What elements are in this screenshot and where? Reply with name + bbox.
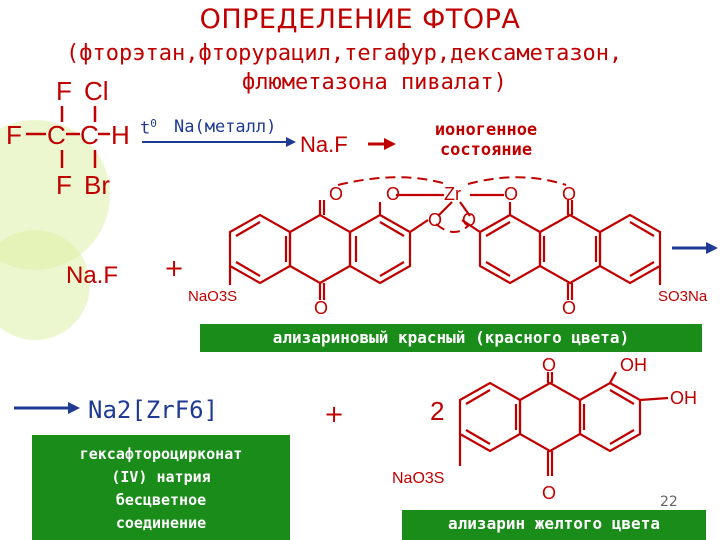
reaction3-plus: + — [324, 400, 345, 428]
reaction1-condition-degree: 0 — [150, 117, 157, 130]
alizarin-label: ализарин желтого цвета — [402, 510, 706, 540]
hexa-label-line: бесцветное — [115, 491, 207, 509]
slide-subtitle-line1: (фторэтан,фторурацил,тегафур,дексаметазо… — [66, 41, 623, 66]
alizarin-atom-o: O — [542, 483, 557, 503]
reaction3-product1: Na2[ZrF6] — [88, 396, 219, 424]
atom-f-bottom: F — [56, 170, 72, 200]
complex-atom-o: O — [562, 298, 577, 318]
slide-title: ОПРЕДЕЛЕНИЕ ФТОРА — [199, 4, 521, 35]
reaction1-condition-t: t0 — [140, 117, 157, 139]
alizarin-atom-o: O — [542, 355, 557, 375]
complex-nao3s-left: NaO3S — [188, 288, 238, 305]
atom-c1: C — [47, 120, 66, 150]
reaction1-condition-na: Na(металл) — [174, 117, 277, 137]
complex-atom-o: O — [386, 184, 401, 204]
complex-atom-o: O — [504, 184, 519, 204]
atom-h: H — [111, 120, 130, 150]
reaction1-product: Na.F — [300, 132, 348, 157]
ionogenic-state: ионогенное состояние — [416, 120, 556, 160]
hexa-label-line: (IV) натрия — [111, 468, 211, 486]
atom-br: Br — [84, 170, 110, 200]
reaction3-coefficient: 2 — [430, 396, 445, 426]
reaction2-plus: + — [164, 254, 185, 282]
ionogenic-line2: состояние — [439, 140, 533, 160]
atom-f-left: F — [6, 120, 22, 150]
ionogenic-line1: ионогенное — [434, 120, 538, 140]
complex-so3na-right: SO3Na — [658, 288, 708, 305]
complex-atom-zr: Zr — [444, 184, 461, 204]
alizarin-nao3s: NaO3S — [392, 470, 445, 487]
atom-c2: C — [80, 120, 99, 150]
slide-subtitle-line2: флюметазона пивалат) — [242, 70, 507, 95]
hexafluorozirconate-label: гексафтороцирконат (IV) натрия бесцветно… — [32, 435, 290, 540]
alizarin-atom-oh: OH — [670, 388, 697, 408]
hexa-label-line: соединение — [115, 514, 207, 532]
background-circle — [0, 230, 90, 340]
complex-atom-o: O — [562, 184, 577, 204]
atom-cl: Cl — [84, 76, 109, 106]
atom-f-top: F — [56, 76, 72, 106]
alizarin-red-label: ализариновый красный (красного цвета) — [200, 324, 702, 352]
hexa-label-line: гексафтороцирконат — [79, 445, 243, 463]
complex-atom-o: O — [329, 184, 344, 204]
page-number: 22 — [660, 494, 678, 510]
alizarin-atom-oh: OH — [620, 355, 647, 375]
reaction2-naf: Na.F — [66, 262, 119, 289]
complex-atom-o: O — [428, 210, 443, 230]
complex-atom-o: O — [462, 210, 477, 230]
complex-atom-o: O — [314, 298, 329, 318]
